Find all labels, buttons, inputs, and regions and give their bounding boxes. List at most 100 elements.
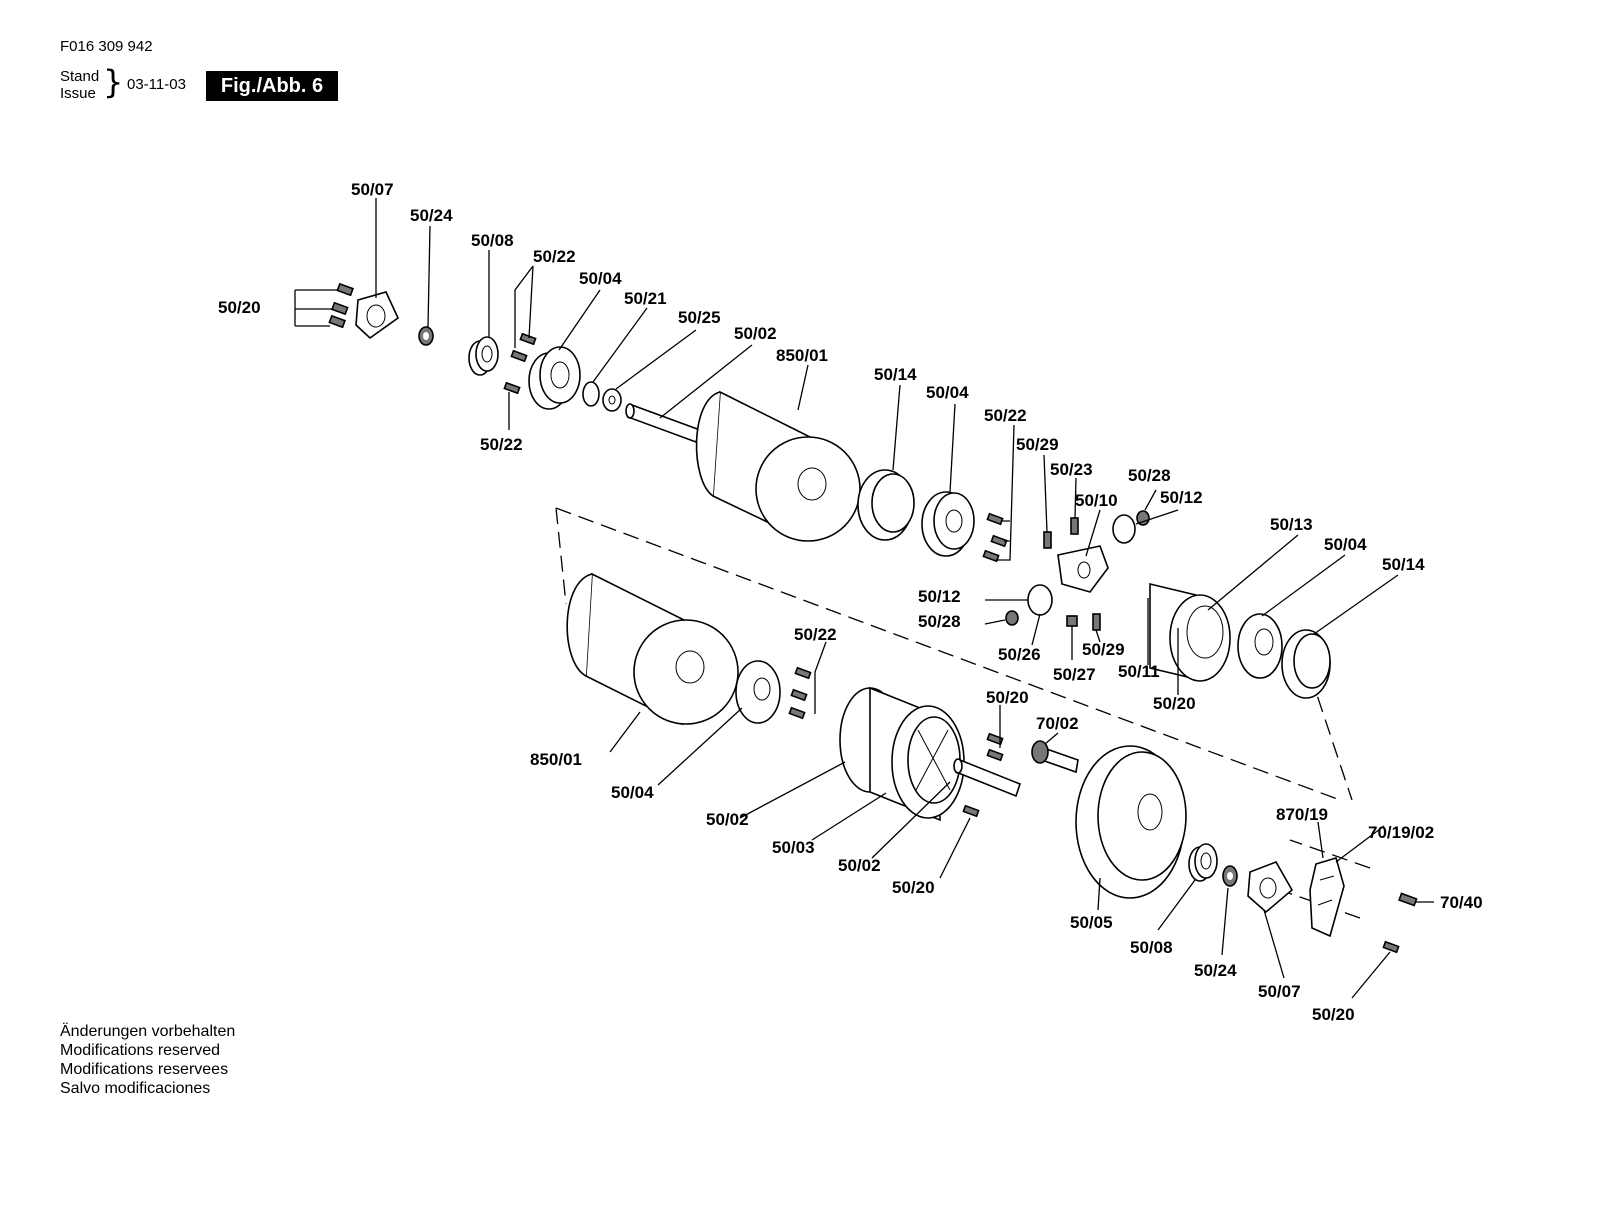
flange-icon bbox=[1247, 861, 1294, 914]
label-70-40: 70/40 bbox=[1440, 893, 1483, 912]
label-50-04: 50/04 bbox=[926, 383, 969, 402]
label-50-08: 50/08 bbox=[471, 231, 514, 250]
label-50-02: 50/02 bbox=[734, 324, 777, 343]
part-labels: 50/07 50/24 50/08 50/22 50/04 50/21 50/2… bbox=[218, 180, 1483, 1024]
screw-icon bbox=[328, 282, 354, 329]
label-50-04: 50/04 bbox=[611, 783, 654, 802]
label-50-22: 50/22 bbox=[984, 406, 1027, 425]
shaft-icon bbox=[953, 758, 1021, 798]
gear-hub-icon bbox=[735, 660, 781, 724]
bevel-gear-icon bbox=[1027, 584, 1053, 616]
label-50-22: 50/22 bbox=[794, 625, 837, 644]
guide-line-left bbox=[555, 507, 567, 605]
label-50-14: 50/14 bbox=[874, 365, 917, 384]
label-870-19: 870/19 bbox=[1276, 805, 1328, 824]
label-850-01: 850/01 bbox=[776, 346, 828, 365]
gear-housing-icon bbox=[1057, 545, 1109, 593]
brace-icon: } bbox=[103, 63, 124, 101]
label-50-12: 50/12 bbox=[1160, 488, 1203, 507]
label-50-11: 50/11 bbox=[1118, 662, 1160, 681]
washer-icon bbox=[1136, 510, 1150, 526]
label-50-04: 50/04 bbox=[579, 269, 622, 288]
label-50-20: 50/20 bbox=[986, 688, 1029, 707]
drum-icon bbox=[566, 572, 739, 726]
guide-line-bracket-top bbox=[1289, 839, 1371, 869]
label-50-13: 50/13 bbox=[1270, 515, 1313, 534]
screw-icon bbox=[1043, 531, 1052, 549]
screw-icon bbox=[1092, 613, 1101, 631]
screw-icon bbox=[794, 666, 812, 680]
screw-icon bbox=[519, 332, 537, 346]
housing-icon bbox=[1149, 582, 1231, 682]
screw-icon bbox=[510, 349, 528, 363]
guide-line-bracket-bottom bbox=[1279, 889, 1361, 919]
label-50-24: 50/24 bbox=[1194, 961, 1237, 980]
label-50-23: 50/23 bbox=[1050, 460, 1093, 479]
screw-icon bbox=[1398, 892, 1418, 907]
label-50-20: 50/20 bbox=[892, 878, 935, 897]
label-50-25: 50/25 bbox=[678, 308, 721, 327]
hub-icon bbox=[1237, 613, 1283, 679]
modification-notes: Änderungen vorbehalten Modifications res… bbox=[60, 1022, 235, 1098]
seal-ring-icon bbox=[1281, 629, 1331, 699]
label-50-04: 50/04 bbox=[1324, 535, 1367, 554]
leader-lines bbox=[294, 198, 1434, 999]
screw-icon bbox=[1070, 517, 1079, 535]
screw-icon bbox=[788, 706, 806, 720]
bracket-icon bbox=[1309, 857, 1345, 938]
seal-ring-icon bbox=[857, 469, 915, 541]
nut-icon bbox=[1066, 615, 1078, 627]
label-50-22: 50/22 bbox=[533, 247, 576, 266]
screw-icon bbox=[962, 804, 980, 818]
label-70-02: 70/02 bbox=[1036, 714, 1079, 733]
label-50-02: 50/02 bbox=[838, 856, 881, 875]
label-50-20: 50/20 bbox=[218, 298, 261, 317]
shaft-icon bbox=[625, 403, 702, 444]
screw-icon bbox=[990, 534, 1008, 548]
issue-date: 03-11-03 bbox=[127, 76, 186, 93]
label-50-10: 50/10 bbox=[1075, 491, 1118, 510]
label-50-29: 50/29 bbox=[1016, 435, 1059, 454]
screw-icon bbox=[986, 732, 1004, 746]
label-70-19-02: 70/19/02 bbox=[1368, 823, 1434, 842]
parts-upper bbox=[328, 282, 1331, 699]
cover-plate-icon bbox=[1075, 745, 1187, 899]
label-850-01: 850/01 bbox=[530, 750, 582, 769]
bearing-icon bbox=[1188, 843, 1218, 882]
pinion-shaft-icon bbox=[1031, 740, 1079, 774]
circlip-icon bbox=[582, 381, 600, 407]
screw-icon bbox=[1382, 940, 1400, 954]
label-50-21: 50/21 bbox=[624, 289, 667, 308]
guide-line-right bbox=[1309, 673, 1353, 801]
note-line: Modifications reservees bbox=[60, 1061, 229, 1078]
stand-label: Stand bbox=[60, 68, 100, 85]
label-50-12: 50/12 bbox=[918, 587, 961, 606]
issue-label: Issue bbox=[60, 85, 96, 102]
label-50-02: 50/02 bbox=[706, 810, 749, 829]
screw-icon bbox=[986, 748, 1004, 762]
drum-icon bbox=[695, 390, 861, 542]
flange-icon bbox=[355, 291, 400, 340]
screw-icon bbox=[986, 512, 1004, 526]
label-50-28: 50/28 bbox=[1128, 466, 1171, 485]
label-50-29: 50/29 bbox=[1082, 640, 1125, 659]
hub-icon bbox=[528, 346, 581, 410]
gear-hub-icon bbox=[921, 491, 975, 557]
note-line: Modifications reserved bbox=[60, 1042, 221, 1059]
guide-line-top bbox=[555, 507, 1341, 801]
screw-icon bbox=[790, 688, 808, 702]
label-50-08: 50/08 bbox=[1130, 938, 1173, 957]
label-50-14: 50/14 bbox=[1382, 555, 1425, 574]
figure-badge: Fig./Abb. 6 bbox=[206, 71, 338, 101]
parts-lower bbox=[566, 572, 1418, 954]
document-number: F016 309 942 bbox=[60, 38, 153, 55]
label-50-27: 50/27 bbox=[1053, 665, 1096, 684]
stand-issue-label: Stand Issue bbox=[60, 68, 99, 102]
label-50-05: 50/05 bbox=[1070, 913, 1113, 932]
label-50-07: 50/07 bbox=[1258, 982, 1301, 1001]
washer-icon bbox=[1005, 610, 1019, 626]
ring-gear-icon bbox=[891, 705, 965, 819]
label-50-28: 50/28 bbox=[918, 612, 961, 631]
bearing-icon bbox=[468, 336, 499, 376]
